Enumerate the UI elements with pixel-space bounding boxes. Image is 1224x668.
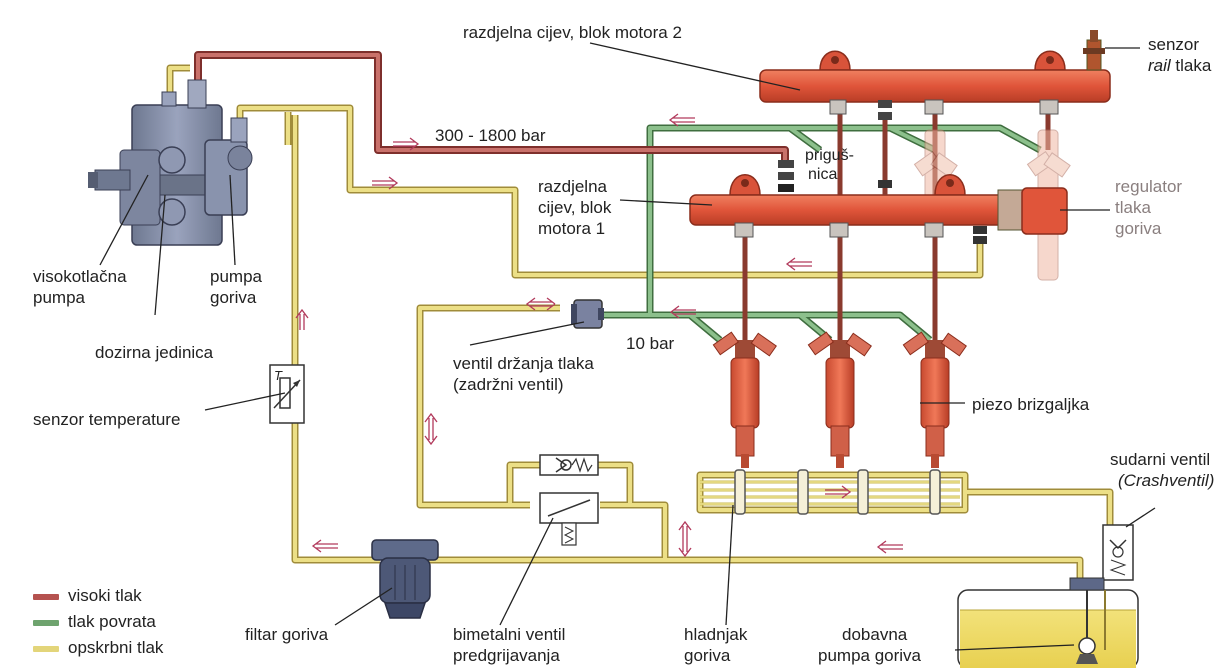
return-lines [600, 124, 1042, 343]
fuel-tank [957, 577, 1139, 668]
label-hp-pump-line1: visokotlačna [33, 267, 127, 286]
label-fuel-filter: filtar goriva [245, 625, 329, 644]
label-fuel-cooler-line2: goriva [684, 646, 731, 665]
rail-engine-block-1 [689, 100, 1068, 340]
high-pressure-pump [88, 79, 253, 246]
check-valve [539, 454, 599, 476]
label-high-pressure-value: 300 - 1800 bar [435, 126, 546, 145]
flow-arrows [295, 113, 903, 558]
label-metering-unit: dozirna jedinica [95, 343, 214, 362]
legend-swatch-high-pressure [33, 594, 59, 600]
label-feed-pump-line1: dobavna [842, 625, 908, 644]
legend-swatch-return-pressure [33, 620, 59, 626]
label-rail-pressure-sensor-rest: tlaka [1170, 56, 1212, 75]
label-rail-block-1-line2: cijev, blok [538, 198, 612, 217]
bimetal-valve [539, 492, 599, 546]
rail-pressure-sensor [1083, 30, 1105, 71]
legend-label-supply-pressure: opskrbni tlak [68, 638, 164, 657]
pressure-hold-valve [571, 299, 604, 329]
label-low-pressure-value: 10 bar [626, 334, 675, 353]
label-fuel-cooler-line1: hladnjak [684, 625, 748, 644]
label-rail-block-1-line3: motora 1 [538, 219, 606, 238]
temperature-sensor [269, 364, 305, 424]
legend-label-return-pressure: tlak povrata [68, 612, 156, 631]
label-bimetal-valve-line1: bimetalni ventil [453, 625, 566, 644]
high-pressure-lines [194, 51, 789, 165]
label-regulator-line3: goriva [1115, 219, 1162, 238]
label-crash-valve-line1: sudarni ventil [1110, 450, 1211, 469]
label-rail-block-1-line1: razdjelna [538, 177, 607, 196]
label-throttle-line2: nica [808, 166, 838, 183]
piezo-injectors [712, 331, 967, 468]
label-regulator-line2: tlaka [1115, 198, 1151, 217]
fuel-pump [204, 117, 253, 216]
fuel-pressure-regulator [973, 187, 1068, 244]
label-hp-pump-line2: pumpa [33, 288, 85, 307]
legend-swatch-supply-pressure [33, 646, 59, 652]
label-fuel-pump-line2: goriva [210, 288, 257, 307]
label-rail-pressure-sensor-line2: rail tlaka [1148, 56, 1211, 76]
label-bimetal-valve-line2: predgrijavanja [453, 646, 560, 665]
label-rail-block-2: razdjelna cijev, blok motora 2 [463, 23, 682, 42]
crash-valve [1102, 524, 1134, 581]
label-throttle-line1: priguš- [805, 147, 854, 164]
label-crash-valve-line2: (Crashventil) [1118, 471, 1215, 490]
fuel-filter [371, 539, 439, 619]
temperature-symbol: T [274, 368, 282, 383]
label-piezo-injector: piezo brizgaljka [972, 395, 1090, 414]
label-pressure-hold-valve-line1: ventil držanja tlaka [453, 354, 594, 373]
label-pressure-hold-valve-line2: (zadržni ventil) [453, 375, 564, 394]
label-fuel-pump-line1: pumpa [210, 267, 262, 286]
label-feed-pump-line2: pumpa goriva [818, 646, 922, 665]
label-regulator-line1: regulator [1115, 177, 1183, 196]
label-rail-italic: rail [1148, 56, 1171, 75]
label-temperature-sensor: senzor temperature [33, 410, 181, 429]
leader-lines [99, 42, 1156, 651]
label-rail-pressure-sensor-line1: senzor [1148, 35, 1200, 54]
throttle-fittings [778, 100, 892, 195]
legend-label-high-pressure: visoki tlak [68, 586, 142, 605]
